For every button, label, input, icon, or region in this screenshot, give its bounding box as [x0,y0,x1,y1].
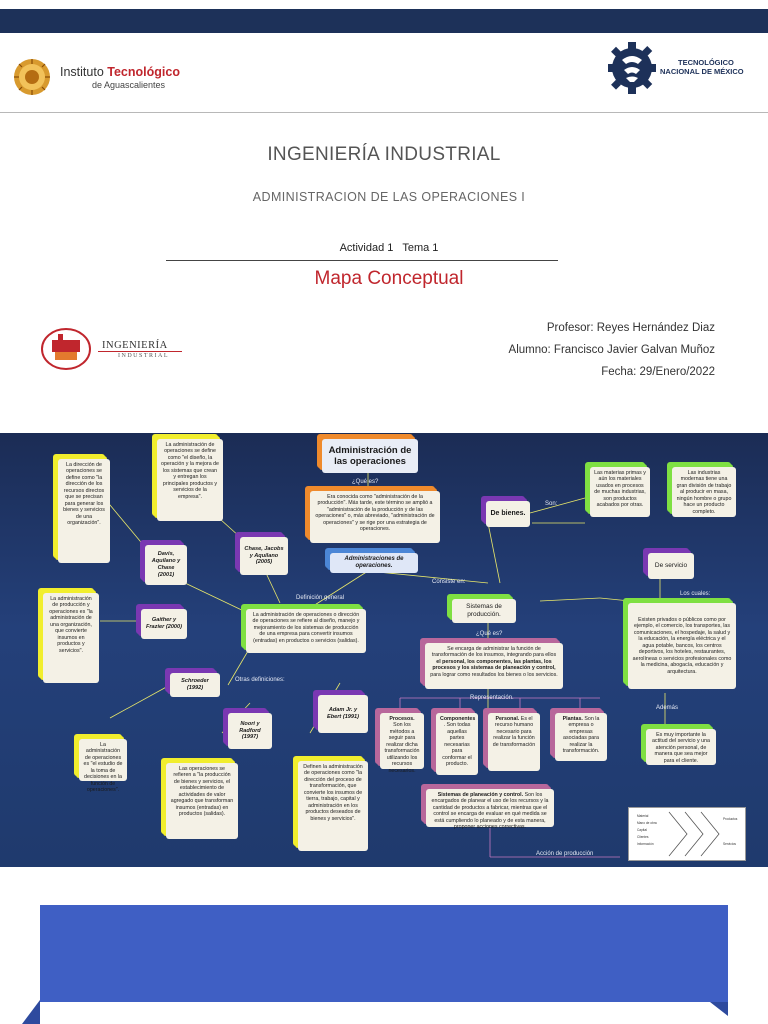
ita-name-3: de Aguascalientes [92,80,166,90]
ita-logo: Instituto Tecnológico de Aguascalientes [12,57,184,97]
ademas-label: Además [656,705,679,711]
ademas-box: Es muy importante la actitud del servici… [646,729,716,765]
diagram-input-2: Mano de obra [637,821,657,825]
sistemas-def-b: el personal, los componentes, las planta… [432,658,556,672]
tecnm-logo: TECNOLÓGICO NACIONAL DE MÉXICO [608,40,758,98]
author-schroeder: Schroeder (1992) [170,673,220,697]
consiste-label: Consiste en: [432,579,466,585]
personal-box: Personal. Es el recurso humano necesario… [488,713,540,771]
admin-ops-box: Administraciones de operaciones. [330,553,418,573]
plantas-text: Son la empresa o empresas asociadas para… [562,716,600,755]
representacion-label: Representación. [470,695,514,701]
personal-text: Es el recurso humano necesario para real… [492,716,536,748]
diagram-input-1: Material [637,814,649,818]
concept-map: Administración de las operaciones ¿Qué e… [0,433,768,867]
ita-seal-icon [14,59,50,95]
subject-title: ADMINISTRACION DE LAS OPERACIONES I [252,190,526,204]
def-chase: La administración de operaciones se defi… [157,439,223,521]
otras-def-label: Otras definiciones: [235,677,285,683]
dept-name-2: INDUSTRIAL [118,353,169,359]
def-general-box: La administración de operaciones o direc… [246,609,366,653]
sistemas-def-a: Se encarga de administrar la función de … [431,646,557,659]
connector-lines [99,463,666,858]
servicios-box: Existen privados o públicos como por eje… [628,603,736,689]
top-bar [0,9,768,33]
def-adam: Definen la administración de operaciones… [298,761,368,851]
ingenieria-industrial-logo: INGENIERÍA INDUSTRIAL [40,326,185,372]
author-gaither: Gaither y Frazier (2000) [141,609,187,639]
def-schroeder: La administración de operaciones es "el … [79,739,127,793]
bottom-banner [40,905,728,1002]
procesos-title: Procesos. [389,716,415,722]
planeacion-box: Sistemas de planeación y control. Son lo… [426,789,554,831]
map-main-title: Administración de las operaciones [322,439,418,473]
sistemas-def-c: para lograr como resultados los bienes o… [430,671,558,678]
header-divider [0,112,768,113]
activity-divider [166,260,558,261]
author-chase: Chase, Jacobs y Aquilano (2005) [240,537,288,575]
materias-box: Las materias primas y aún los materiales… [590,467,650,517]
de-bienes-box: De bienes. [486,501,530,527]
cuales-label: Los cuales: [680,591,711,597]
son-label: Son: [545,501,558,507]
plantas-box: Plantas. Son la empresa o empresas asoci… [555,713,607,761]
def-gaither: La administración de producción y operac… [43,593,99,683]
def-davis: La dirección de operaciones se define co… [58,459,110,563]
componentes-text: . Son todas aquellas partes necesarias p… [442,722,472,768]
planeacion-text: Son los encargados de planear el uso de … [431,792,549,831]
componentes-title: Componentes [440,716,476,722]
author-davis: Davis, Aquilano y Chase (2001) [145,545,187,585]
bottom-shadow [22,1000,40,1024]
author-noori: Noori y Radford (1997) [228,713,272,749]
industrias-box: Las industrias modernas tiene una gran d… [672,467,736,517]
de-servicio-box: De servicio [648,553,694,579]
diagram-input-5: Información [637,842,654,846]
ingenieria-seal-icon [41,328,91,370]
componentes-box: Componentes . Son todas aquellas partes … [436,713,478,775]
procesos-box: Procesos. Son los métodos a seguir para … [380,713,424,774]
diagram-output-1: Productos [723,817,738,821]
ita-name-1: Instituto [60,65,104,79]
ita-name-2: Tecnológico [107,65,180,79]
page-title: INGENIERÍA INDUSTRIAL [267,144,501,165]
diagram-input-3: Capital [637,828,647,832]
sistemas-box: Sistemas de producción. [452,599,516,623]
diagram-output-2: Servicios [723,842,736,846]
doc-type-title: Mapa Conceptual [314,268,464,289]
tecnm-name-2: NACIONAL DE MÉXICO [660,67,744,76]
accion-label: Acción de producción [536,851,594,857]
def-general-label: Definición general [296,595,345,601]
planeacion-title: Sistemas de planeación y control. [437,792,524,798]
author-adam: Adam Jr. y Ebert (1991) [318,695,368,733]
tecnm-name-1: TECNOLÓGICO [678,58,734,67]
chevron-arrows-icon [668,811,720,857]
procesos-text: Son los métodos a seguir para realizar d… [384,722,420,774]
sistemas-def-box: Se encarga de administrar la función de … [425,643,563,689]
diagram-input-4: Clientes [637,835,649,839]
personal-title: Personal. [495,716,520,722]
intro-box: Era conocida como "administración de la … [310,491,440,543]
dept-logo-rule [98,351,182,352]
dept-name-1: INGENIERÍA [102,340,168,351]
process-diagram: Material Mano de obra Capital Clientes I… [628,807,746,861]
plantas-title: Plantas. [562,716,583,722]
bottom-fold [710,1002,728,1016]
tecnm-gear-icon [608,42,656,94]
que-es2-label: ¿Qué es? [476,631,503,637]
que-es-label: ¿Qué es? [352,479,379,485]
date-label: Fecha: 29/Enero/2022 [601,366,715,378]
activity-label: Actividad 1 Tema 1 [339,242,439,254]
student-label: Alumno: Francisco Javier Galvan Muñoz [508,344,715,356]
professor-label: Profesor: Reyes Hernández Diaz [546,322,715,334]
def-noori: Las operaciones se refieren a "la produc… [166,763,238,839]
